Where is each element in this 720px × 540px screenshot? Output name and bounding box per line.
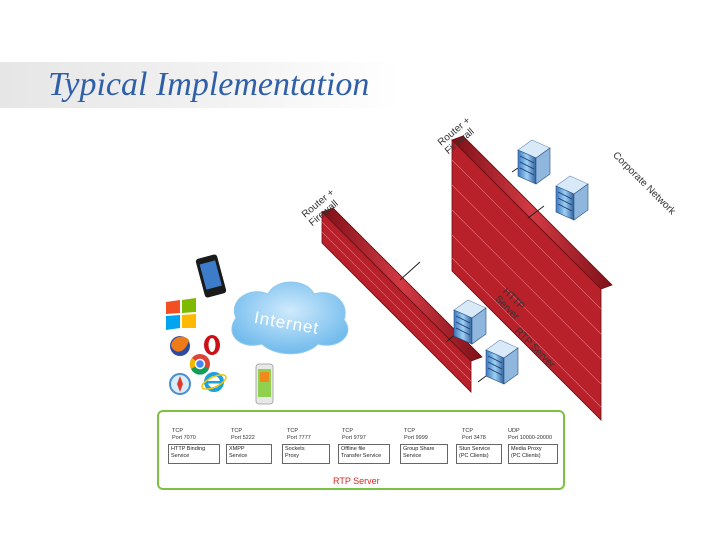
server-icon: [485, 339, 519, 385]
service-box: Media Proxy (PC Clients): [508, 444, 558, 464]
internet-explorer-icon: [201, 372, 227, 392]
service-box: Offline file Transfer Service: [338, 444, 390, 464]
server-icon: [555, 175, 589, 221]
port-label: TCP Port 9999: [404, 428, 428, 441]
service-box: Sockets Proxy: [282, 444, 330, 464]
port-label: TCP Port 7777: [287, 428, 311, 441]
panel-caption: RTP Server: [333, 476, 380, 486]
server-icon: [453, 299, 487, 345]
port-label: UDP Port 10000-20000: [508, 428, 553, 441]
service-box: Group Share Service: [400, 444, 448, 464]
opera-icon: [204, 335, 220, 355]
service-box: Stun Service (PC Clients): [456, 444, 502, 464]
page-title: Typical Implementation: [48, 66, 370, 103]
safari-icon: [169, 373, 191, 395]
firewall-wall-icon: [451, 135, 613, 421]
port-label: TCP Port 9797: [342, 428, 366, 441]
port-label: TCP Port 5222: [231, 428, 255, 441]
title-bar: [0, 62, 400, 108]
service-box: XMPP Service: [226, 444, 272, 464]
chrome-icon: [189, 354, 210, 375]
server-icon: [517, 139, 551, 185]
port-label: TCP Port 7070: [172, 428, 196, 441]
cloud-icon: [231, 281, 349, 355]
port-label: TCP Port 3478: [462, 428, 486, 441]
windows-logo-icon: [166, 298, 196, 330]
firefox-icon: [170, 336, 190, 356]
galaxy-phone-icon: [255, 363, 274, 405]
firewall-wall-icon: [321, 207, 483, 393]
service-box: HTTP Binding Service: [168, 444, 220, 464]
iphone-icon: [195, 254, 227, 298]
